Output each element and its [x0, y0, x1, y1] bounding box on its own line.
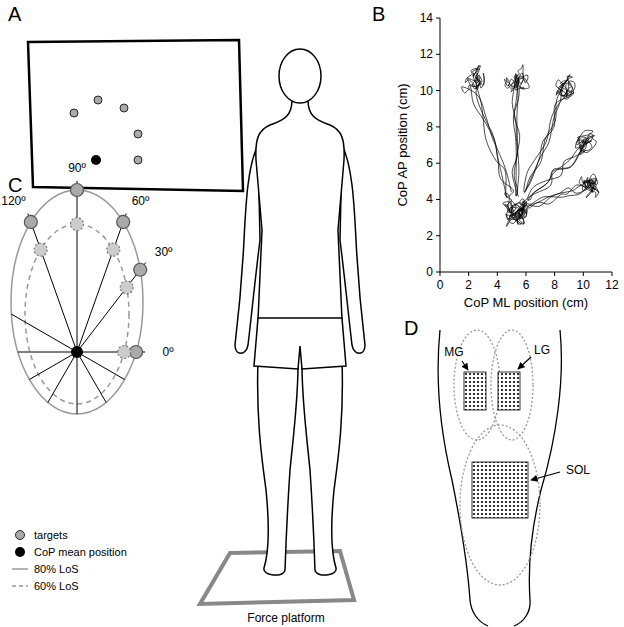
- tick: [611, 272, 612, 276]
- tick: [436, 18, 440, 19]
- tick-label: 0: [437, 279, 444, 291]
- y-axis: [440, 18, 441, 272]
- direction-line: [77, 263, 146, 352]
- tick-label: 12: [420, 48, 433, 60]
- tick: [436, 126, 440, 127]
- direction-line: [77, 213, 126, 352]
- screen: [28, 40, 243, 191]
- tick-label: 8: [426, 121, 433, 133]
- tick: [436, 90, 440, 91]
- direction-line: [11, 314, 77, 352]
- tick-label: 2: [465, 279, 472, 291]
- direction-line: [48, 352, 77, 402]
- leader-arrow: [462, 357, 560, 480]
- cop-mean: [71, 346, 83, 358]
- chart: [436, 18, 612, 276]
- legend-text: 60% LoS: [34, 581, 79, 592]
- polar-diagram: [11, 181, 147, 414]
- tick-label: 10: [577, 279, 590, 291]
- direction-line: [77, 352, 106, 402]
- muscle-label: LG: [534, 344, 550, 356]
- direction-line: [77, 181, 78, 352]
- direction-line: [18, 352, 77, 353]
- cop-trace: [462, 65, 514, 198]
- legend-text: targets: [34, 530, 68, 541]
- target: [117, 215, 130, 228]
- tick: [436, 235, 440, 236]
- tick-label: 0: [426, 266, 433, 278]
- leg: [438, 330, 561, 626]
- tick: [436, 163, 440, 164]
- tick-label: 2: [426, 230, 433, 242]
- cop-trace: [503, 193, 528, 227]
- legend-text: CoP mean position: [34, 547, 127, 558]
- tick-label: 8: [551, 279, 558, 291]
- target: [71, 218, 84, 231]
- direction-line: [29, 352, 77, 380]
- angle-label: 120º: [1, 195, 25, 207]
- tick: [436, 54, 440, 55]
- person: [235, 49, 365, 575]
- target: [24, 215, 37, 228]
- direction-line: [77, 352, 125, 380]
- legend-text: 80% LoS: [34, 564, 79, 575]
- cop-trace: [526, 174, 599, 208]
- angle-label: 60º: [132, 195, 150, 207]
- direction-line: [77, 352, 78, 414]
- tick: [554, 272, 555, 276]
- tick: [440, 272, 441, 276]
- target: [134, 263, 147, 276]
- muscle-label: SOL: [566, 464, 590, 476]
- cop-trace: [522, 130, 596, 202]
- panel-letter: D: [404, 318, 418, 338]
- target: [71, 184, 84, 197]
- cop-trace: [504, 65, 529, 197]
- target: [107, 243, 120, 256]
- tick-label: 6: [523, 279, 530, 291]
- tick: [436, 199, 440, 200]
- panel-letter: A: [8, 4, 21, 24]
- axis-title: CoP AP position (cm): [396, 83, 409, 206]
- direction-line: [28, 213, 77, 352]
- tick-label: 6: [426, 157, 433, 169]
- target: [118, 346, 131, 359]
- target: [130, 346, 143, 359]
- angle-label: 0º: [163, 346, 174, 358]
- legend-sample: [12, 531, 28, 587]
- tick-label: 14: [420, 12, 433, 24]
- panel-letter: C: [8, 175, 22, 195]
- angle-label: 90º: [68, 162, 86, 174]
- tick-label: 4: [494, 279, 501, 291]
- tick: [497, 272, 498, 276]
- target: [34, 243, 47, 256]
- axis-title: CoP ML position (cm): [464, 296, 588, 309]
- panel-letter: B: [372, 4, 385, 24]
- caption-label: Force platform: [247, 612, 324, 624]
- tick: [436, 272, 440, 273]
- target: [120, 281, 133, 294]
- electrode-grid: [464, 372, 528, 518]
- tick-label: 4: [426, 193, 433, 205]
- tick: [583, 272, 584, 276]
- muscle-label: MG: [444, 346, 463, 358]
- tick: [525, 272, 526, 276]
- tick-label: 10: [420, 85, 433, 97]
- angle-label: 30º: [155, 246, 173, 258]
- tick: [468, 272, 469, 276]
- tick-label: 12: [605, 279, 618, 291]
- cop-trace: [524, 75, 575, 194]
